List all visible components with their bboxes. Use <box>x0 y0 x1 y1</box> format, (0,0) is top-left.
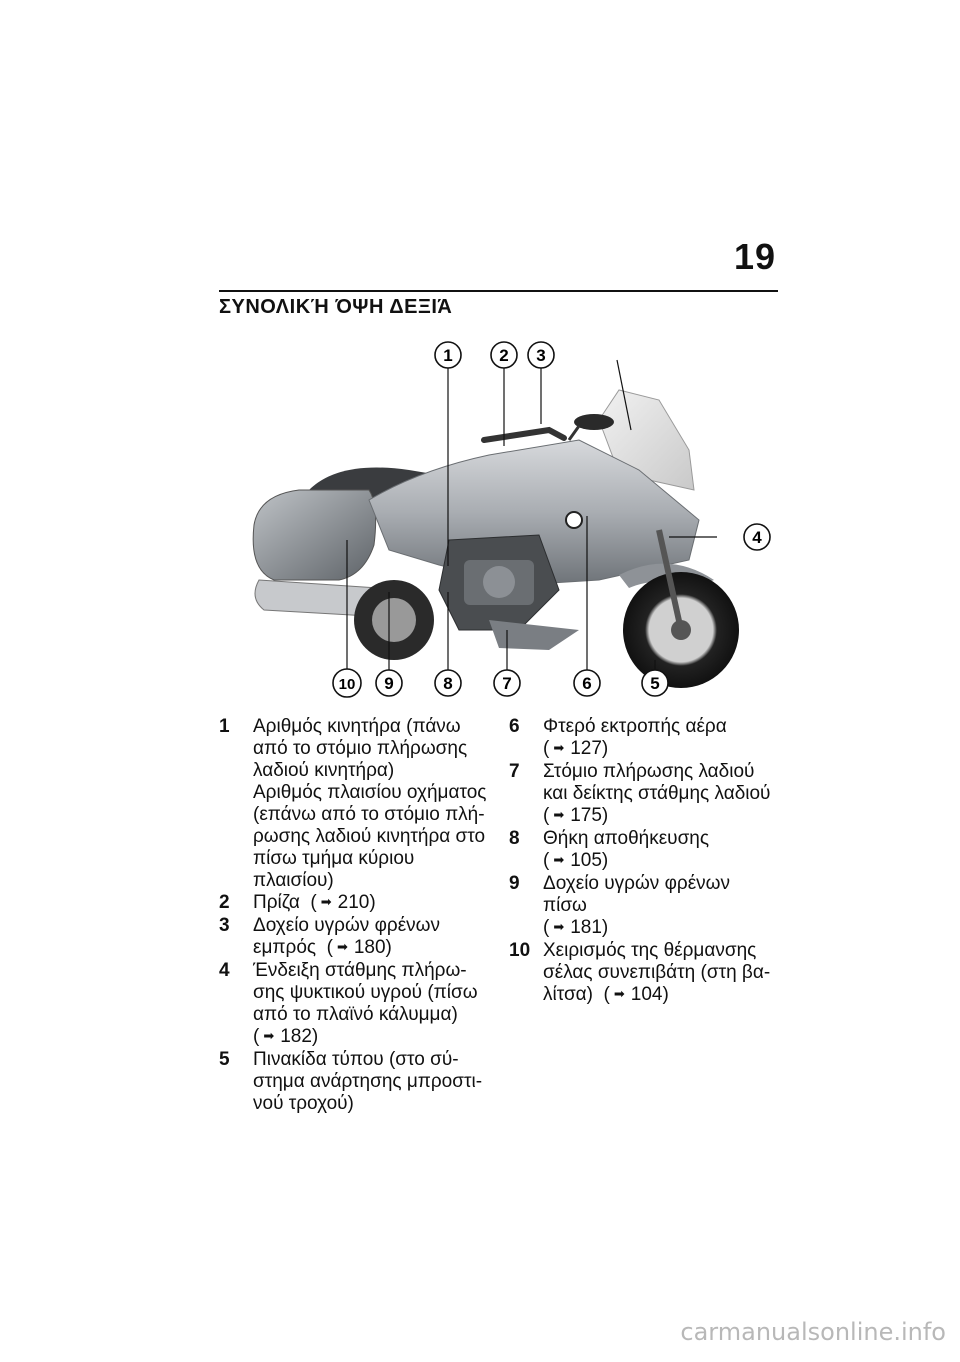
callout-10: 10 <box>332 668 362 698</box>
legend-line: λίτσα) <box>543 984 593 1005</box>
title-rule <box>219 290 778 292</box>
callout-4: 4 <box>743 523 771 551</box>
legend-line: από το πλαϊνό κάλυμμα) <box>253 1004 458 1025</box>
legend-number: 9 <box>509 873 520 894</box>
legend-line: Αριθμός κινητήρα (πάνω <box>253 716 461 737</box>
page-ref[interactable]: 127) <box>570 738 609 759</box>
page-ref-arrow-icon: ➡ <box>320 894 332 909</box>
watermark: carmanualsonline.info <box>680 1318 946 1346</box>
legend-item-9: 9 Δοχείο υγρών φρένων πίσω (➡181) <box>509 873 779 940</box>
legend-text: Δοχείο υγρών φρένων πίσω (➡181) <box>543 873 779 940</box>
legend-line: νού τροχού) <box>253 1093 354 1114</box>
callout-8: 8 <box>434 669 462 697</box>
legend-line: εμπρός <box>253 937 317 958</box>
legend-item-8: 8 Θήκη αποθήκευσης (➡105) <box>509 828 779 873</box>
legend-line: και δείκτης στάθμης λαδιού <box>543 783 771 804</box>
callout-9: 9 <box>375 669 403 697</box>
page-ref-arrow-icon: ➡ <box>553 807 565 822</box>
legend-text: Αριθμός κινητήρα (πάνω από το στόμιο πλή… <box>253 716 491 892</box>
motorcycle-illustration: 1 2 3 4 5 6 7 <box>252 341 771 698</box>
page-ref[interactable]: 104) <box>630 984 669 1005</box>
legend-item-10: 10 Χειρισμός της θέρμανσης σέλας συνεπιβ… <box>509 940 779 1007</box>
legend-item-1: 1 Αριθμός κινητήρα (πάνω από το στόμιο π… <box>219 716 491 892</box>
legend-line: πίσω τμήμα κύριου πλαισίου) <box>253 848 415 891</box>
page-ref-arrow-icon: ➡ <box>336 939 348 954</box>
callout-1: 1 <box>434 341 462 369</box>
legend-line: Φτερό εκτροπής αέρα <box>543 716 727 737</box>
legend-item-5: 5 Πινακίδα τύπου (στο σύ- στημα ανάρτηση… <box>219 1049 491 1115</box>
legend-number: 7 <box>509 761 520 782</box>
page-ref[interactable]: 181) <box>570 917 609 938</box>
legend-line: Θήκη αποθήκευσης <box>543 828 710 849</box>
legend-item-3: 3 Δοχείο υγρών φρένων εμπρός (➡180) <box>219 915 491 960</box>
legend-line: σης ψυκτικού υγρού (πίσω <box>253 982 478 1003</box>
svg-text:2: 2 <box>499 346 508 365</box>
page-ref[interactable]: 105) <box>570 850 609 871</box>
callout-5: 5 <box>641 669 669 697</box>
svg-text:8: 8 <box>443 674 452 693</box>
legend-text: Στόμιο πλήρωσης λαδιού και δείκτης στάθμ… <box>543 761 779 828</box>
legend-number: 5 <box>219 1049 230 1070</box>
legend-text: Φτερό εκτροπής αέρα (➡127) <box>543 716 779 761</box>
legend-line: Αριθμός πλαισίου οχήματος <box>253 782 487 803</box>
callout-3: 3 <box>527 341 555 369</box>
svg-text:3: 3 <box>536 346 545 365</box>
legend-line: Πινακίδα τύπου (στο σύ- <box>253 1049 459 1070</box>
legend-text: Δοχείο υγρών φρένων εμπρός (➡180) <box>253 915 491 960</box>
legend-line: (επάνω από το στόμιο πλή- <box>253 804 485 825</box>
legend-line: Δοχείο υγρών φρένων πίσω <box>543 873 731 916</box>
callout-6: 6 <box>573 669 601 697</box>
legend-line: σέλας συνεπιβάτη (στη βα- <box>543 962 771 983</box>
legend-line: Δοχείο υγρών φρένων <box>253 915 441 936</box>
legend-left-column: 1 Αριθμός κινητήρα (πάνω από το στόμιο π… <box>219 716 491 1115</box>
legend-right-column: 6 Φτερό εκτροπής αέρα (➡127) 7 Στόμιο πλ… <box>509 716 779 1007</box>
legend-number: 2 <box>219 892 230 913</box>
legend-line: Ένδειξη στάθμης πλήρω- <box>253 960 467 981</box>
page-ref[interactable]: 210) <box>337 892 376 913</box>
page-ref-arrow-icon: ➡ <box>553 919 565 934</box>
svg-text:10: 10 <box>339 676 356 693</box>
legend-item-4: 4 Ένδειξη στάθμης πλήρω- σης ψυκτικού υγ… <box>219 960 491 1049</box>
svg-text:9: 9 <box>384 674 393 693</box>
legend-text: Πινακίδα τύπου (στο σύ- στημα ανάρτησης … <box>253 1049 491 1115</box>
svg-text:7: 7 <box>502 674 511 693</box>
legend-line: Πρίζα <box>253 892 300 913</box>
page-ref[interactable]: 175) <box>570 805 609 826</box>
page-ref-arrow-icon: ➡ <box>553 852 565 867</box>
page-ref-arrow-icon: ➡ <box>263 1028 275 1043</box>
callout-7: 7 <box>493 669 521 697</box>
legend-line: από το στόμιο πλήρωσης <box>253 738 468 759</box>
svg-text:6: 6 <box>582 674 591 693</box>
legend-line: Στόμιο πλήρωσης λαδιού <box>543 761 755 782</box>
legend-item-2: 2 Πρίζα (➡210) <box>219 892 491 915</box>
legend-number: 3 <box>219 915 230 936</box>
legend-number: 8 <box>509 828 520 849</box>
legend-item-6: 6 Φτερό εκτροπής αέρα (➡127) <box>509 716 779 761</box>
legend-line: Χειρισμός της θέρμανσης <box>543 940 757 961</box>
svg-text:4: 4 <box>752 528 762 547</box>
svg-text:1: 1 <box>443 346 452 365</box>
legend-line: ρωσης λαδιού κινητήρα στο <box>253 826 486 847</box>
section-title: ΣΥΝΟΛΙΚΉ ΌΨΗ ΔΕΞΙΆ <box>219 296 453 318</box>
legend-text: Πρίζα (➡210) <box>253 892 376 913</box>
legend-number: 10 <box>509 940 531 961</box>
svg-text:5: 5 <box>650 674 659 693</box>
callout-2: 2 <box>490 341 518 369</box>
legend-number: 4 <box>219 960 230 981</box>
legend-text: Θήκη αποθήκευσης (➡105) <box>543 828 779 873</box>
page-ref-arrow-icon: ➡ <box>553 740 565 755</box>
page-ref[interactable]: 180) <box>353 937 392 958</box>
legend-number: 6 <box>509 716 520 737</box>
page-ref[interactable]: 182) <box>280 1026 319 1047</box>
page-ref-arrow-icon: ➡ <box>613 986 625 1001</box>
legend-line: λαδιού κινητήρα) <box>253 760 395 781</box>
legend-item-7: 7 Στόμιο πλήρωσης λαδιού και δείκτης στά… <box>509 761 779 828</box>
legend-text: Χειρισμός της θέρμανσης σέλας συνεπιβάτη… <box>543 940 779 1007</box>
legend-text: Ένδειξη στάθμης πλήρω- σης ψυκτικού υγρο… <box>253 960 491 1049</box>
motorcycle-figure: 1 2 3 4 5 6 7 <box>219 330 779 702</box>
legend-line: στημα ανάρτησης μπροστι- <box>253 1071 483 1092</box>
page-number: 19 <box>733 236 776 277</box>
callout-markers: 1 2 3 4 5 6 7 <box>332 341 771 698</box>
legend-number: 1 <box>219 716 230 737</box>
